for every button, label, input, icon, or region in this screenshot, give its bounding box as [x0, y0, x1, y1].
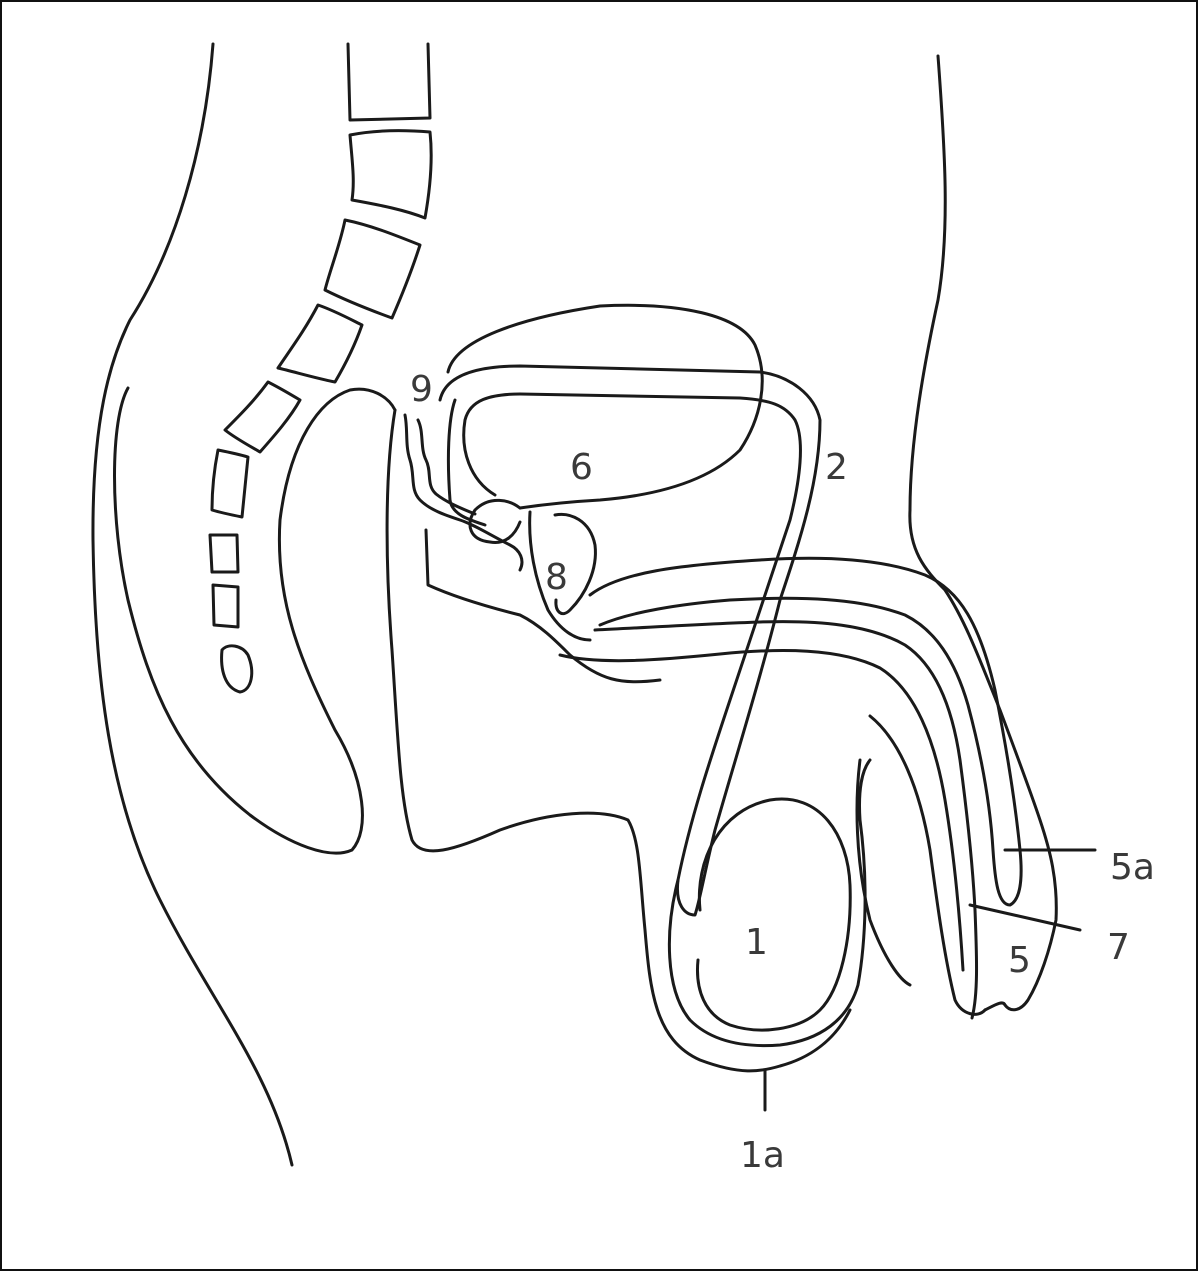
corpus-lower	[870, 716, 985, 1014]
label-9: 9	[410, 372, 433, 408]
vertebra-3	[325, 220, 420, 318]
label-2: 2	[825, 450, 848, 486]
vertebra-6	[212, 450, 248, 517]
label-8: 8	[545, 560, 568, 596]
testis	[697, 799, 850, 1030]
perineum-contour	[387, 410, 850, 1071]
vertebra-8	[213, 585, 238, 627]
buttock-contour	[115, 388, 396, 853]
vertebra-9	[222, 646, 252, 692]
label-1a: 1a	[740, 1138, 785, 1174]
label-6: 6	[570, 450, 593, 486]
vertebra-2	[350, 131, 431, 218]
label-5: 5	[1008, 943, 1031, 979]
vertebra-5	[225, 382, 300, 452]
back-contour	[93, 44, 292, 1165]
vertebra-1	[348, 44, 430, 120]
label-7: 7	[1107, 930, 1130, 966]
vertebra-4	[278, 305, 362, 382]
vertebra-7	[210, 535, 238, 572]
rectum	[426, 530, 660, 682]
label-1: 1	[745, 925, 768, 961]
seminal-vesicle-inner	[418, 420, 475, 514]
bladder	[448, 305, 762, 508]
label-5a: 5a	[1110, 850, 1155, 886]
glans-tip	[985, 1003, 1005, 1010]
leader-7	[970, 905, 1080, 930]
